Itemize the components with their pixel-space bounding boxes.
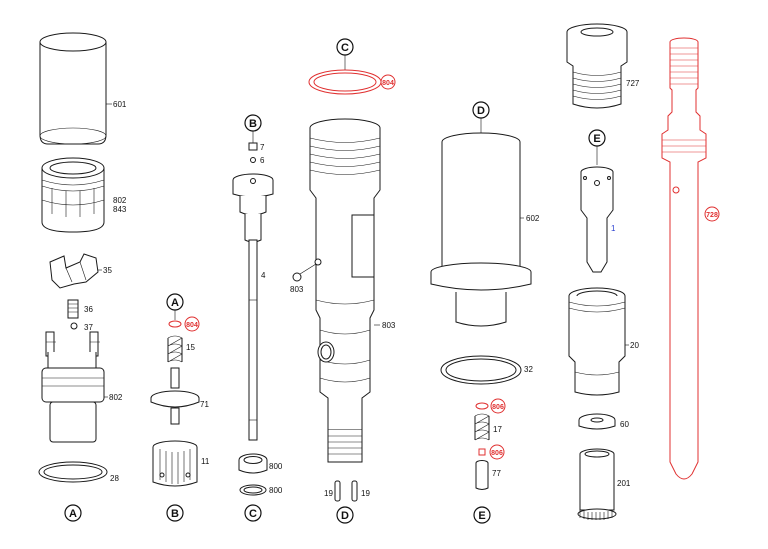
label-601: 601 (113, 100, 127, 109)
part-1-nozzle[interactable] (580, 166, 614, 273)
callout-e-bottom: E (473, 506, 491, 524)
svg-text:804: 804 (186, 322, 198, 329)
part-37-ball[interactable] (70, 322, 78, 330)
label-803-ball: 803 (290, 285, 304, 294)
part-602-sleeve[interactable] (430, 132, 532, 327)
label-71: 71 (200, 400, 209, 409)
label-17: 17 (493, 425, 502, 434)
svg-text:804: 804 (382, 80, 394, 87)
label-60: 60 (620, 420, 629, 429)
part-19-pin-left[interactable] (334, 480, 341, 502)
part-11-guide[interactable] (152, 440, 198, 487)
svg-text:806: 806 (491, 450, 503, 457)
svg-text:D: D (477, 105, 485, 117)
callout-d-top: D (472, 101, 490, 119)
svg-text:A: A (69, 508, 77, 520)
svg-text:E: E (478, 510, 485, 522)
callout-e-top: E (588, 129, 606, 147)
part-728-connector-tube[interactable] (661, 37, 707, 480)
callout-c-top: C (336, 38, 354, 56)
svg-text:D: D (341, 510, 349, 522)
part-804-washer[interactable]: 804 (168, 316, 200, 332)
callout-a-bottom: A (64, 504, 82, 522)
part-7[interactable] (248, 142, 258, 151)
label-20: 20 (630, 341, 639, 350)
label-36: 36 (84, 305, 93, 314)
svg-text:E: E (593, 133, 600, 145)
label-201: 201 (617, 479, 631, 488)
part-727-fitting[interactable] (566, 23, 628, 109)
label-843: 843 (113, 205, 127, 214)
svg-text:A: A (171, 297, 179, 309)
label-19-right: 19 (361, 489, 370, 498)
label-727: 727 (626, 79, 640, 88)
callout-d-bottom: D (336, 506, 354, 524)
part-35-bracket[interactable] (49, 253, 99, 289)
part-803-injector-body[interactable] (309, 118, 381, 463)
part-19-pin-right[interactable] (351, 480, 358, 502)
label-28: 28 (110, 474, 119, 483)
part-806-washer-bottom[interactable]: 806 (478, 444, 505, 460)
label-1: 1 (611, 224, 616, 233)
part-601-cap[interactable] (39, 32, 107, 145)
label-4: 4 (261, 271, 266, 280)
svg-text:C: C (341, 42, 349, 54)
part-32-seal[interactable] (440, 355, 522, 385)
callout-a-top: A (166, 293, 184, 311)
svg-text:806: 806 (492, 404, 504, 411)
label-803-body: 803 (382, 321, 396, 330)
part-6-ball[interactable] (250, 157, 256, 163)
label-802-body: 802 (109, 393, 123, 402)
callout-c-bottom: C (244, 504, 262, 522)
label-802-top: 802 (113, 196, 127, 205)
callout-b-bottom: B (166, 504, 184, 522)
svg-text:C: C (249, 508, 257, 520)
label-35: 35 (103, 266, 112, 275)
callout-b-top: B (244, 114, 262, 132)
part-36-pin[interactable] (67, 299, 79, 319)
label-602: 602 (526, 214, 540, 223)
label-7: 7 (260, 143, 265, 152)
part-804-oring[interactable]: 804 (308, 69, 396, 95)
part-201-cylinder[interactable] (577, 448, 617, 520)
part-17-spring[interactable] (474, 413, 490, 441)
part-15-spring[interactable] (167, 335, 183, 363)
part-803-ball[interactable] (292, 272, 302, 282)
part-77-pin[interactable] (475, 460, 489, 490)
label-800-lower: 800 (269, 486, 283, 495)
part-806-washer-top[interactable]: 806 (475, 398, 506, 414)
label-77: 77 (492, 469, 501, 478)
label-6: 6 (260, 156, 265, 165)
svg-text:B: B (171, 508, 179, 520)
part-28-oring[interactable] (38, 461, 108, 483)
label-37: 37 (84, 323, 93, 332)
label-15: 15 (186, 343, 195, 352)
part-71-armature[interactable] (150, 367, 200, 425)
label-32: 32 (524, 365, 533, 374)
part-60-washer[interactable] (578, 413, 616, 430)
part-800-seal-upper[interactable] (238, 453, 268, 474)
part-802-body[interactable] (41, 331, 105, 443)
label-11: 11 (201, 457, 210, 466)
part-20-nozzle-nut[interactable] (568, 287, 626, 396)
label-800-upper: 800 (269, 462, 283, 471)
part-4-valve-piston[interactable] (232, 173, 274, 441)
svg-text:B: B (249, 118, 257, 130)
part-802-nut[interactable] (41, 157, 105, 233)
part-800-seal-lower[interactable] (239, 484, 267, 496)
label-728: 728 (706, 212, 718, 219)
label-19-left: 19 (324, 489, 333, 498)
